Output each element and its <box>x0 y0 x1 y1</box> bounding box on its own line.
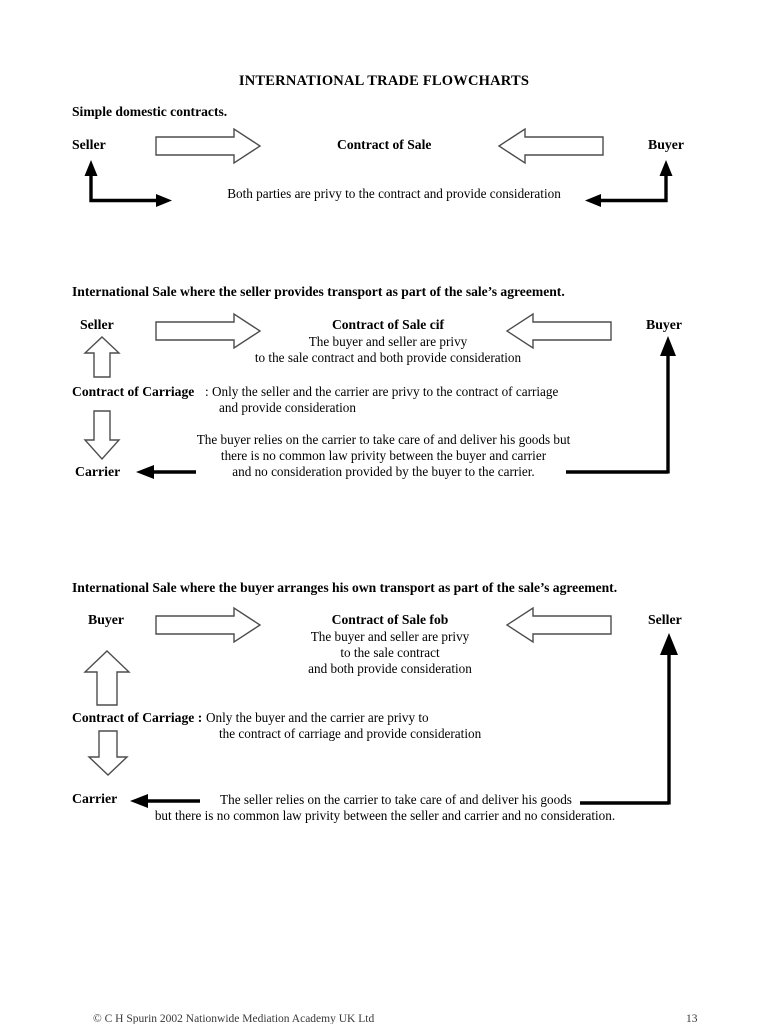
connector-left-elbow-arrow <box>84 160 172 207</box>
section-2-note-line-1: The buyer relies on the carrier to take … <box>196 432 571 447</box>
footer-copyright: © C H Spurin 2002 Nationwide Mediation A… <box>93 1013 375 1024</box>
section-2-carriage-label: Contract of Carriage <box>72 384 195 399</box>
section-3-contract-title: Contract of Sale fob <box>331 612 449 627</box>
footer-page-number: 13 <box>686 1013 698 1024</box>
section-3-carriage-label: Contract of Carriage : <box>72 710 203 725</box>
block-arrow-up-icon <box>83 336 121 378</box>
section-2-carriage-line-1: : Only the seller and the carrier are pr… <box>205 384 559 399</box>
connector-seller-riser-arrow <box>580 633 678 805</box>
section-2-note-line-2: there is no common law privity between t… <box>220 448 547 463</box>
section-2-contract-line-2: to the sale contract and both provide co… <box>254 350 522 365</box>
section-3-contract-line-1: The buyer and seller are privy <box>310 629 470 644</box>
section-3-contract-line-2: to the sale contract <box>340 645 440 660</box>
section-1-left-party: Seller <box>72 137 106 152</box>
section-1-heading: Simple domestic contracts. <box>72 104 228 119</box>
connector-carrier-arrow-left <box>136 465 196 479</box>
section-1-bottom-note: Both parties are privy to the contract a… <box>227 186 561 201</box>
connector-carrier-arrow-left <box>130 794 200 808</box>
section-2-carrier-party: Carrier <box>75 464 121 479</box>
section-3-note-line-2: but there is no common law privity betwe… <box>154 808 616 823</box>
block-arrow-right-icon <box>155 606 262 644</box>
section-2-carriage-line-2: and provide consideration <box>219 400 356 415</box>
connector-right-elbow-arrow <box>585 160 673 207</box>
connector-buyer-riser-arrow <box>566 336 676 474</box>
section-1-right-party: Buyer <box>648 137 685 152</box>
section-3-left-party: Buyer <box>88 612 125 627</box>
section-3-heading: International Sale where the buyer arran… <box>72 580 618 595</box>
section-2-note-line-3: and no consideration provided by the buy… <box>232 464 535 479</box>
section-1-contract-label: Contract of Sale <box>337 137 432 152</box>
section-2-heading: International Sale where the seller prov… <box>72 284 565 299</box>
section-3-carriage-line-1: Only the buyer and the carrier are privy… <box>206 710 429 725</box>
page-title: INTERNATIONAL TRADE FLOWCHARTS <box>238 73 530 89</box>
section-2-contract-title: Contract of Sale cif <box>331 317 445 332</box>
section-3-carriage-line-2: the contract of carriage and provide con… <box>219 726 482 741</box>
block-arrow-down-icon <box>83 410 121 461</box>
block-arrow-left-icon <box>505 312 612 350</box>
block-arrow-left-icon <box>505 606 612 644</box>
block-arrow-up-icon <box>83 650 131 706</box>
block-arrow-right-icon <box>155 127 262 165</box>
section-2-contract-line-1: The buyer and seller are privy <box>308 334 468 349</box>
block-arrow-down-icon <box>87 730 129 776</box>
block-arrow-right-icon <box>155 312 262 350</box>
section-2-left-party: Seller <box>80 317 114 332</box>
section-2-right-party: Buyer <box>646 317 683 332</box>
section-3-note-line-1: The seller relies on the carrier to take… <box>220 792 572 807</box>
section-3-right-party: Seller <box>648 612 682 627</box>
section-3-carrier-party: Carrier <box>72 791 118 806</box>
block-arrow-left-icon <box>497 127 604 165</box>
section-3-contract-line-3: and both provide consideration <box>308 661 472 676</box>
